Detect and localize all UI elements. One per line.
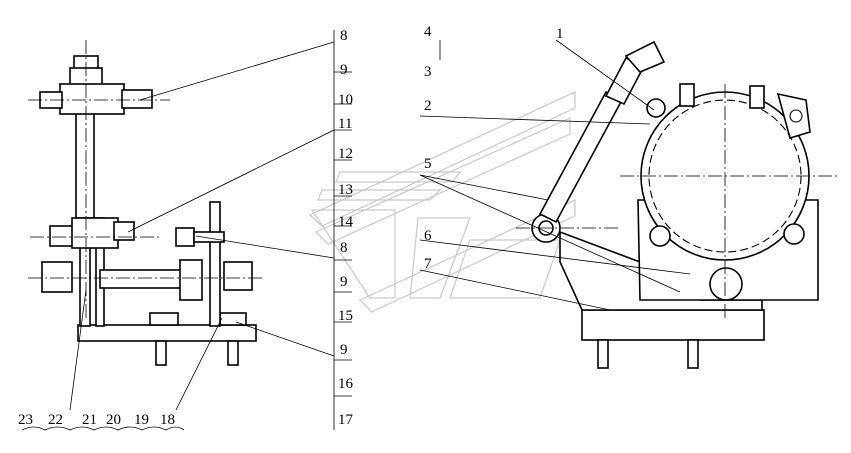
label-9b: 9 [340, 274, 348, 290]
label-14: 14 [338, 214, 354, 230]
cylinder-ear [776, 92, 811, 140]
shaft-nut-left [41, 261, 73, 293]
label-22: 22 [48, 412, 63, 428]
vertical-rod [75, 107, 95, 219]
watermark-logo [308, 91, 576, 313]
mid-nut-right [113, 221, 135, 241]
flange-bolt-3 [709, 267, 743, 301]
label-7: 7 [424, 256, 432, 272]
top-bolt-right [121, 89, 153, 109]
label-15: 15 [338, 308, 353, 324]
label-23: 23 [18, 412, 33, 428]
label-1: 1 [556, 26, 564, 42]
label-9c: 9 [340, 342, 348, 358]
nut-9c [219, 312, 247, 326]
port-1 [679, 83, 695, 107]
top-clamp-body [59, 83, 125, 115]
label-5: 5 [424, 156, 432, 172]
base-stud-right [687, 339, 699, 369]
callout-labels: 8 9 10 11 12 13 14 8 9 15 9 16 17 23 22 … [18, 24, 564, 428]
bolt-14-shank [193, 231, 225, 243]
port-2 [749, 85, 765, 109]
leader-lines [21, 39, 691, 431]
label-6: 6 [424, 228, 432, 244]
right-side-view [516, 40, 840, 369]
label-16: 16 [338, 376, 354, 392]
label-9a: 9 [340, 62, 348, 78]
label-2: 2 [424, 98, 432, 114]
label-10: 10 [338, 92, 353, 108]
base-plate [77, 324, 257, 342]
label-18: 18 [160, 412, 175, 428]
mid-clamp-body [71, 217, 119, 249]
bracket-right [209, 201, 221, 327]
mount-base [581, 309, 765, 341]
label-3: 3 [424, 64, 432, 80]
callout-column [333, 30, 352, 430]
flange-bolt-2 [783, 223, 805, 245]
label-12: 12 [338, 146, 353, 162]
shaft-nut-right [223, 261, 253, 291]
label-11: 11 [338, 116, 352, 132]
rod-end-fitting [624, 40, 666, 73]
label-20: 20 [106, 412, 121, 428]
nut-18-19 [149, 312, 179, 326]
label-13: 13 [338, 182, 353, 198]
label-8b: 8 [340, 240, 348, 256]
label-19: 19 [134, 412, 149, 428]
rod-clevis-pin [646, 98, 666, 118]
adjusting-rod [538, 90, 624, 224]
left-side-view [28, 40, 265, 366]
mounting-stud-right [227, 340, 239, 366]
label-17: 17 [338, 412, 354, 428]
mounting-stud-left [155, 340, 167, 366]
label-21: 21 [82, 412, 97, 428]
bolt-14-head [175, 227, 195, 247]
base-stud-left [597, 339, 609, 369]
flange-bolt-1 [649, 225, 671, 247]
shaft-collar [179, 259, 203, 301]
label-4: 4 [424, 24, 432, 40]
label-8a: 8 [340, 28, 348, 44]
